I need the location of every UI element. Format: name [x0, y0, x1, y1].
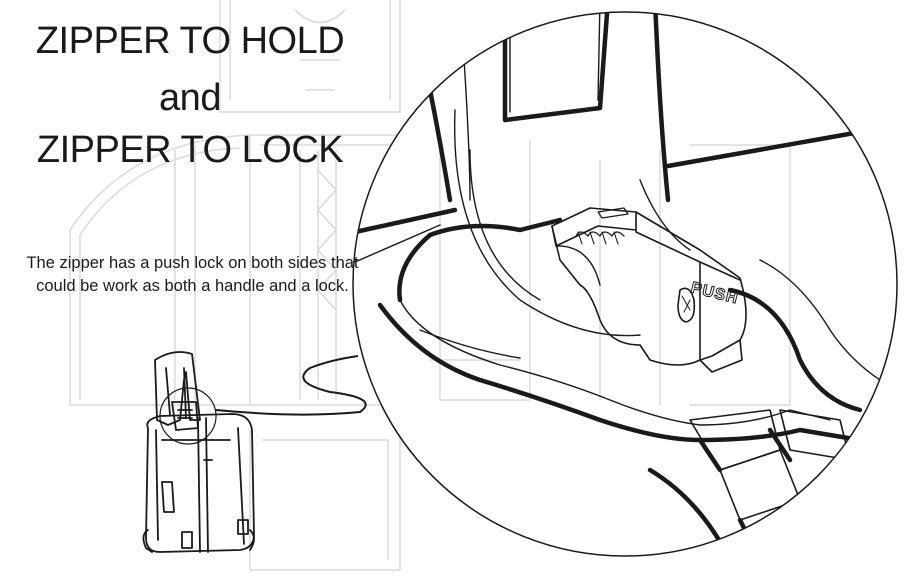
- magnifier-circle: [353, 12, 897, 556]
- suitcase-illustration: [143, 352, 254, 552]
- title-line-2: and: [0, 79, 380, 117]
- magnified-zipper-detail: PUSH: [353, 0, 897, 560]
- title-line-1: ZIPPER TO HOLD: [0, 22, 380, 60]
- title-line-3: ZIPPER TO LOCK: [0, 131, 380, 169]
- description-text: The zipper has a push lock on both sides…: [20, 252, 365, 298]
